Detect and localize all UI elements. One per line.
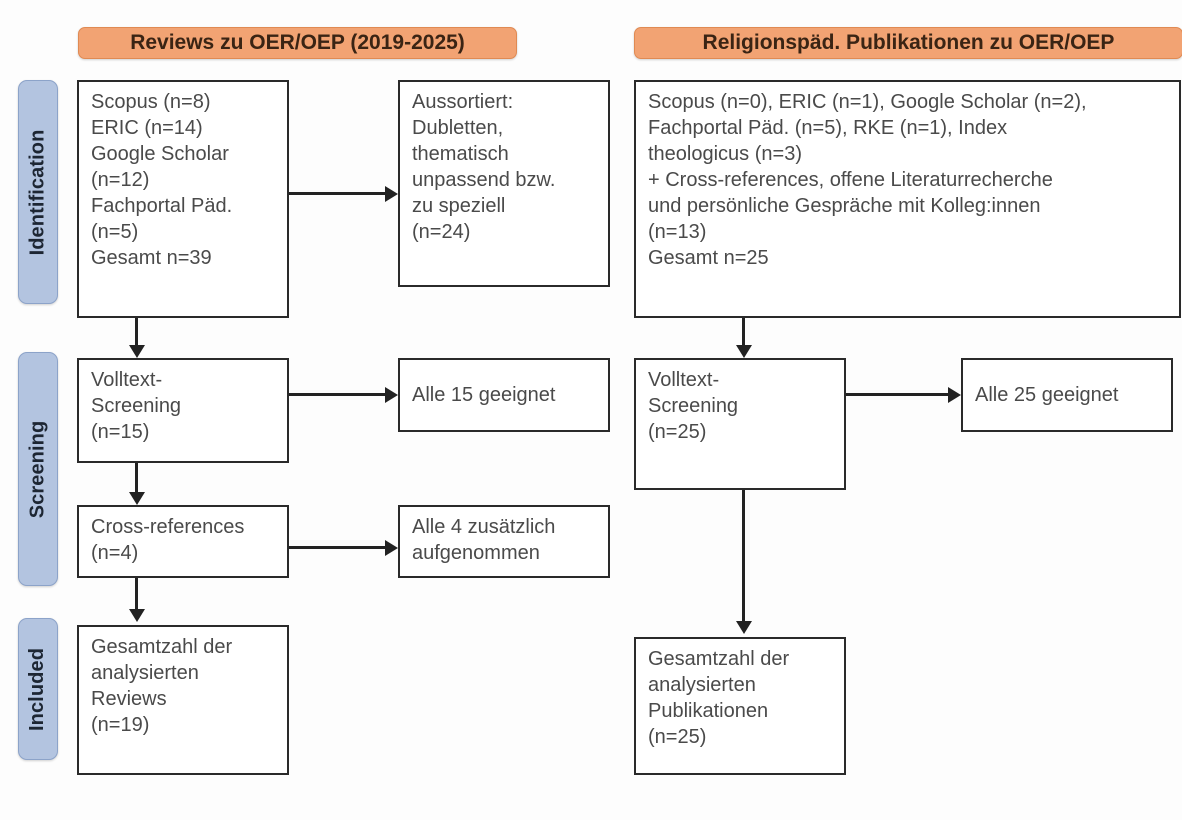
column-header-publikationen-label: Religionspäd. Publikationen zu OER/OEP [702,31,1115,54]
arrowhead-right-sources-to-fulltext [735,345,752,358]
phase-label-included: Included [26,647,49,731]
phase-bar-screening: Screening [18,352,58,586]
arrowhead-left-sources-to-fulltext [128,345,145,358]
box-left-fulltext-result: Alle 15 geeignet [398,358,610,432]
arrowhead-left-fulltext-to-crossrefs [128,492,145,505]
connector-left-crossrefs-to-included [135,578,138,609]
box-left-crossrefs-result: Alle 4 zusätzlich aufgenommen [398,505,610,578]
box-left-sources: Scopus (n=8) ERIC (n=14) Google Scholar … [77,80,289,318]
box-right-sources: Scopus (n=0), ERIC (n=1), Google Scholar… [634,80,1181,318]
box-left-excluded: Aussortiert: Dubletten, thematisch unpas… [398,80,610,287]
box-right-fulltext-screening: Volltext- Screening (n=25) [634,358,846,490]
column-header-reviews: Reviews zu OER/OEP (2019-2025) [78,27,517,59]
box-right-fulltext-result: Alle 25 geeignet [961,358,1173,432]
box-right-included: Gesamtzahl der analysierten Publikatione… [634,637,846,775]
phase-label-identification: Identification [26,129,49,255]
arrowhead-right-fulltext-to-result [948,386,961,403]
phase-bar-identification: Identification [18,80,58,304]
box-left-crossrefs: Cross-references (n=4) [77,505,289,578]
arrowhead-left-fulltext-to-result [385,386,398,403]
connector-left-sources-to-excluded [289,192,385,195]
connector-right-fulltext-to-result [846,393,948,396]
box-left-fulltext-screening: Volltext- Screening (n=15) [77,358,289,463]
arrowhead-right-fulltext-to-included [735,621,752,634]
column-header-publikationen: Religionspäd. Publikationen zu OER/OEP [634,27,1182,59]
arrowhead-left-crossrefs-to-included [128,609,145,622]
connector-right-fulltext-to-included [742,490,745,621]
connector-left-fulltext-to-result [289,393,385,396]
connector-left-fulltext-to-crossrefs [135,463,138,492]
connector-left-sources-to-fulltext [135,318,138,345]
phase-bar-included: Included [18,618,58,760]
connector-left-crossrefs-to-result [289,546,385,549]
column-header-reviews-label: Reviews zu OER/OEP (2019-2025) [130,31,465,54]
connector-right-sources-to-fulltext [742,318,745,345]
arrowhead-left-sources-to-excluded [385,185,398,202]
arrowhead-left-crossrefs-to-result [385,539,398,556]
box-left-included: Gesamtzahl der analysierten Reviews (n=1… [77,625,289,775]
phase-label-screening: Screening [26,420,49,518]
